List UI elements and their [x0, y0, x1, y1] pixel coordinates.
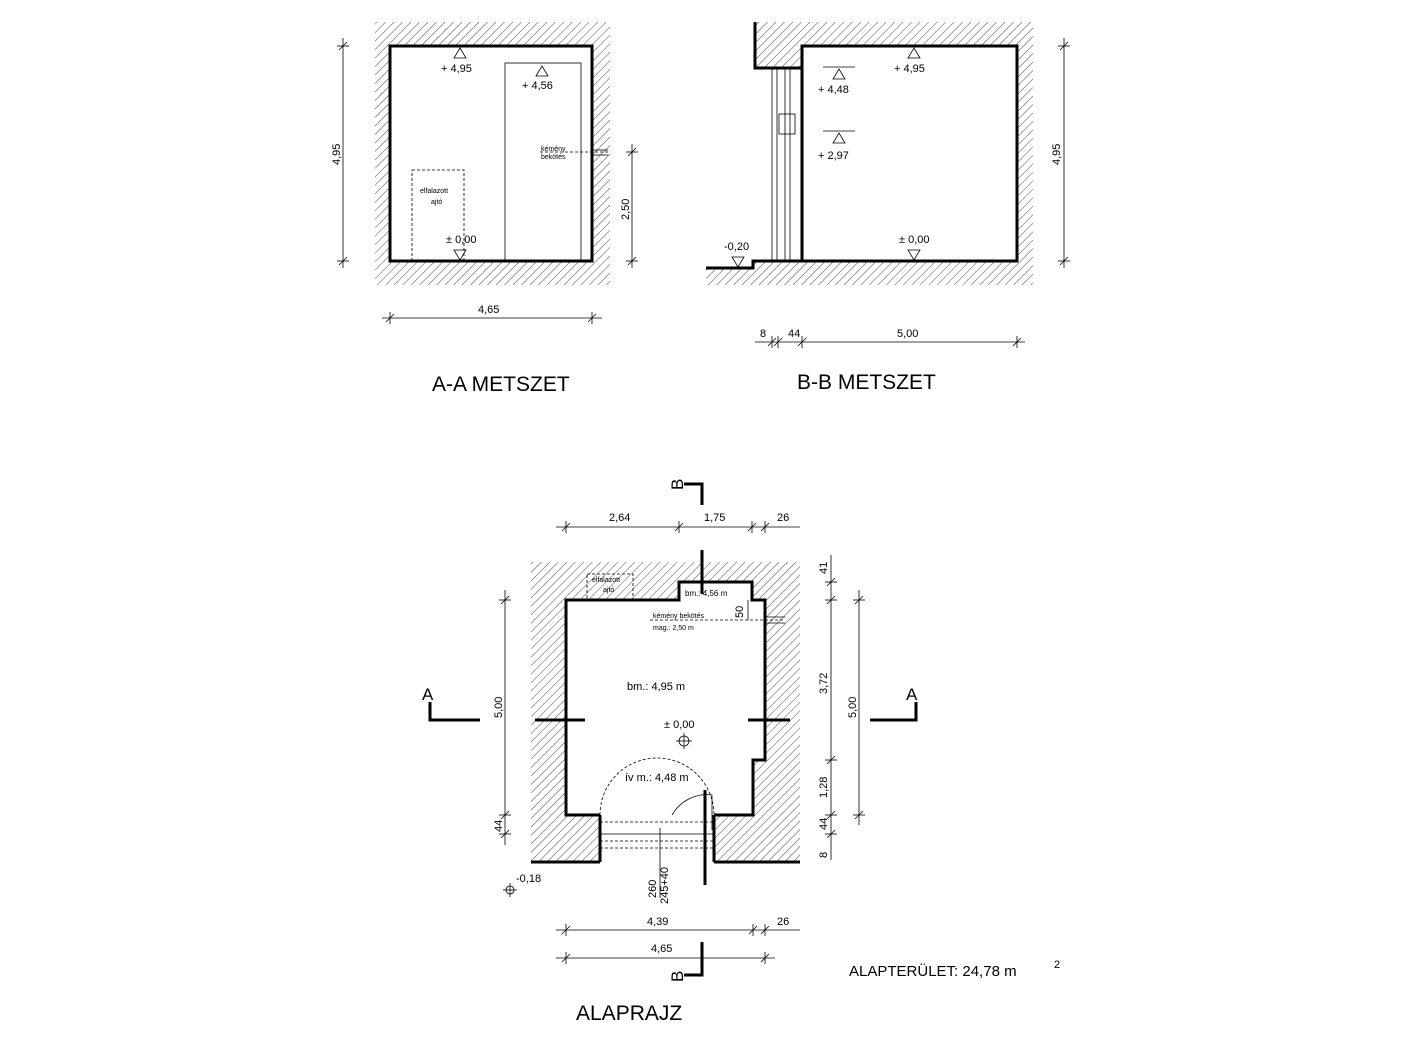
plan-right-dimension: 41 3,72 1,28 44 8 — [818, 555, 837, 860]
plan-dim-right-total: 5,00 — [847, 697, 859, 718]
plan-chimney-label-2: mag.: 2,50 m — [653, 625, 694, 632]
section-b-dim-44: 44 — [788, 328, 800, 340]
section-b-b: + 4,95 + 4,48 + 2,97 ± 0,00 -0,20 4,95 — [706, 22, 1070, 394]
section-a-title: A-A METSZET — [432, 373, 570, 396]
plan-walled-door — [586, 573, 634, 601]
section-b-dim-height: 4,95 — [1051, 144, 1063, 165]
section-b-level-top: + 4,95 — [894, 63, 925, 75]
plan-room-height: bm.: 4,95 m — [627, 681, 685, 693]
section-a-level-top-marker — [453, 47, 467, 59]
section-a-dim-height: 4,95 — [331, 144, 343, 165]
section-a-door-label-1: elfalazott — [420, 188, 448, 195]
plan-left-dimension: 5,00 44 — [493, 590, 511, 845]
plan-wall-hatch — [531, 562, 800, 862]
plan-door-width: 245+40 — [659, 867, 671, 904]
section-b-width-dimension: 8 44 5,00 — [755, 328, 1025, 348]
plan-chimney-label-1: kémény bekötés — [653, 613, 704, 620]
section-b-dim-500: 5,00 — [897, 328, 918, 340]
plan-dim-bottom-2: 26 — [777, 916, 789, 928]
plan-niche-height: bm.: 4,56 m — [685, 589, 728, 598]
plan-dim-right-44: 44 — [818, 818, 830, 830]
plan-top-dimension: 2,64 1,75 26 — [556, 512, 800, 533]
section-a-a: + 4,95 + 4,56 ± 0,00 kémény bekötés elfa… — [331, 22, 638, 396]
plan-section-a-label-left: A — [422, 685, 434, 704]
plan-dim-left-total: 5,00 — [493, 697, 505, 718]
plan-right-total-dimension: 5,00 — [847, 590, 865, 825]
section-a-level-chimney: + 4,56 — [522, 80, 553, 92]
section-a-level-floor-marker — [453, 249, 467, 261]
plan-dim-right-372: 3,72 — [818, 673, 830, 694]
section-a-dim-chimney-height: 2,50 — [620, 199, 632, 220]
section-a-chimney-label-1: kémény — [541, 146, 566, 153]
section-a-level-floor: ± 0,00 — [446, 234, 477, 246]
section-a-room-outline — [388, 44, 594, 263]
plan-bottom-dimension: 4,39 26 4,65 — [556, 916, 800, 964]
plan-section-a-label-right: A — [906, 685, 918, 704]
plan-dim-top-2: 1,75 — [704, 512, 725, 524]
floor-area-superscript: 2 — [1054, 959, 1060, 971]
section-b-level-floor-marker — [907, 249, 921, 261]
plan-section-a-marker-left — [428, 702, 480, 722]
floor-plan: elfalazott ajtó bm.: 4,56 m kémény beköt… — [422, 479, 918, 1025]
section-b-door-lock — [778, 113, 796, 135]
plan-dim-bottom-total: 4,65 — [651, 943, 672, 955]
plan-dim-right-128: 1,28 — [818, 777, 830, 798]
section-b-height-dimension: 4,95 — [1051, 38, 1070, 268]
plan-outside-level-point — [503, 883, 517, 897]
plan-dim-50: 50 — [734, 606, 746, 618]
plan-dim-left-44: 44 — [493, 820, 505, 832]
section-a-dim-width: 4,65 — [478, 304, 499, 316]
plan-door-arch — [599, 757, 715, 816]
section-a-chimney-label-2: bekötés — [541, 154, 566, 161]
section-b-level-mid: + 2,97 — [818, 150, 849, 162]
plan-arch-height: ív m.: 4,48 m — [625, 772, 689, 784]
section-b-level-outside-marker — [731, 256, 745, 268]
floor-area: ALAPTERÜLET: 24,78 m 2 — [849, 959, 1060, 980]
plan-section-b-marker-top — [684, 482, 704, 505]
section-b-level-top-marker — [907, 47, 921, 59]
section-b-dim-8: 8 — [760, 328, 766, 340]
section-b-room-outline — [706, 44, 1019, 270]
plan-section-a-marker-right — [870, 702, 918, 722]
section-b-title: B-B METSZET — [797, 371, 936, 394]
section-a-chimney-height-dimension: 2,50 — [620, 144, 638, 268]
section-a-level-chimney-marker — [535, 65, 549, 77]
section-b-level-mid-marker — [832, 132, 846, 144]
section-a-height-dimension: 4,95 — [331, 38, 349, 268]
plan-level-point — [676, 733, 692, 749]
plan-dim-bottom-1: 4,39 — [647, 916, 668, 928]
floor-area-label: ALAPTERÜLET: 24,78 m — [849, 962, 1017, 980]
section-a-hatch — [375, 22, 610, 285]
plan-section-b-label-bottom: B — [668, 971, 687, 982]
plan-room-outline — [564, 580, 767, 817]
plan-dim-top-3: 26 — [777, 512, 789, 524]
section-b-level-outside: -0,20 — [724, 241, 749, 253]
section-a-door-label-2: ajtó — [431, 199, 442, 206]
section-b-level-floor: ± 0,00 — [899, 234, 930, 246]
section-a-level-top: + 4,95 — [441, 63, 472, 75]
plan-dim-top-1: 2,64 — [609, 512, 630, 524]
plan-title: ALAPRAJZ — [576, 1002, 682, 1025]
plan-door-label-1: elfalazott — [592, 577, 620, 584]
section-a-walled-door — [411, 169, 465, 262]
plan-outside-level: -0,18 — [516, 873, 541, 885]
section-b-level-vault-marker — [832, 68, 846, 80]
plan-door-height: 260 — [647, 880, 659, 898]
section-a-width-dimension: 4,65 — [382, 304, 602, 324]
section-b-level-vault: + 4,48 — [818, 84, 849, 96]
plan-dim-right-41: 41 — [818, 562, 830, 574]
plan-dim-right-8: 8 — [818, 852, 830, 858]
plan-door-label-2: ajtó — [603, 587, 614, 594]
section-a-chimney-niche — [504, 62, 582, 262]
plan-section-b-label-top: B — [668, 479, 687, 490]
plan-floor-level: ± 0,00 — [664, 719, 695, 731]
plan-section-b-marker-bottom — [684, 942, 704, 977]
plan-door-swing — [671, 794, 713, 816]
